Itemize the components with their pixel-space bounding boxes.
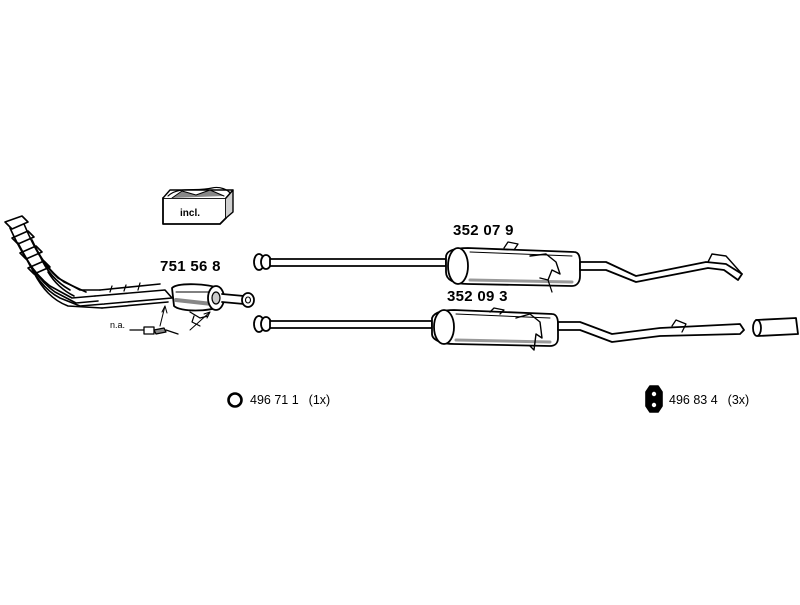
legend-number: 496 83 4 xyxy=(669,393,718,407)
legend-qty: (3x) xyxy=(727,393,750,407)
part-number-catalyst: 751 56 8 xyxy=(160,258,221,275)
tail-pipe-trim-icon xyxy=(752,317,799,337)
part-number-rear-silencer-top: 352 07 9 xyxy=(453,222,514,239)
part-number-rear-silencer-bottom: 352 09 3 xyxy=(447,288,508,305)
rubber-mount-icon xyxy=(645,385,663,413)
incl-label: incl. xyxy=(180,208,201,219)
lambda-sensor-icon xyxy=(129,305,211,335)
catalytic-converter-icon xyxy=(171,283,255,327)
na-label: n.a. xyxy=(110,320,126,330)
ring-icon xyxy=(227,392,243,408)
rear-silencer-top-icon xyxy=(253,241,743,293)
gasket-kit-box-icon xyxy=(162,186,234,225)
legend-number: 496 71 1 xyxy=(250,393,299,407)
legend-qty: (1x) xyxy=(308,393,331,407)
rear-silencer-bottom-icon xyxy=(253,307,745,351)
legend-item-rubber-mount: 496 83 4 (3x) xyxy=(669,393,749,407)
legend-item-ring: 496 71 1 (1x) xyxy=(250,393,330,407)
exhaust-manifold-icon xyxy=(4,215,173,309)
